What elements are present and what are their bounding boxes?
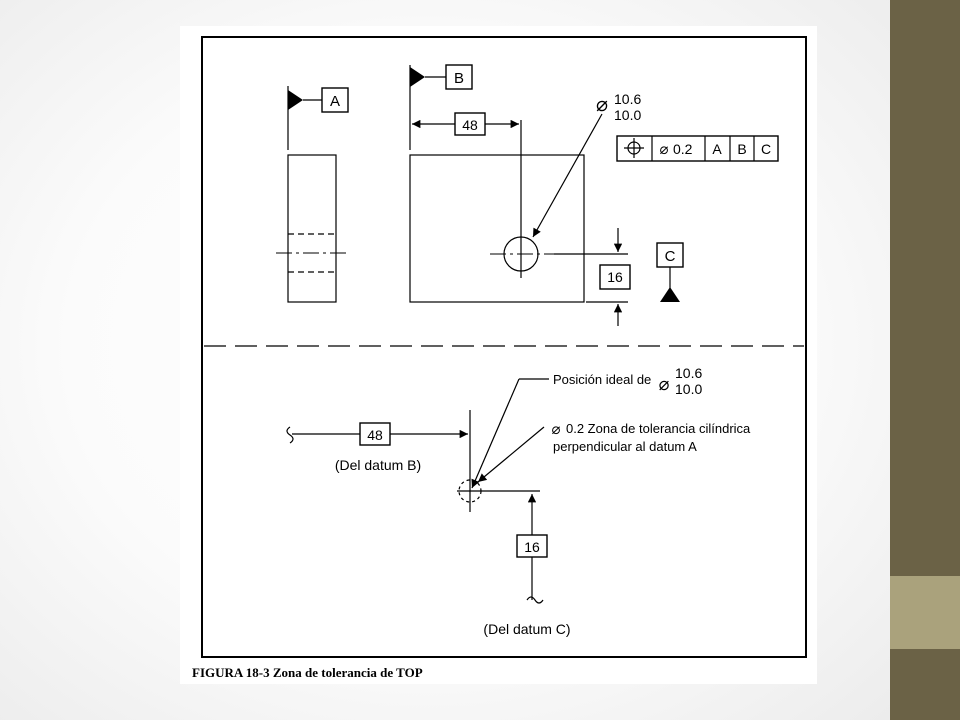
ideal-diameter-symbol: ⌀ [659, 374, 670, 394]
hole-size-lower: 10.0 [614, 107, 641, 123]
position-icon [624, 138, 644, 158]
front-view-part [409, 120, 628, 303]
hole-size-callout: ⌀ 10.6 10.0 [532, 91, 641, 238]
fcf-datum-secondary: B [737, 141, 746, 157]
datum-b-symbol: B [409, 64, 473, 150]
fcf-datum-tertiary: C [761, 141, 771, 157]
hole-size-upper: 10.6 [614, 91, 641, 107]
side-view-part [276, 154, 348, 303]
figure-caption: FIGURA 18-3 Zona de tolerancia de TOP [192, 665, 423, 680]
fcf-datum-primary: A [712, 141, 722, 157]
lower-dimension-48-value: 48 [367, 427, 383, 443]
from-datum-c-label: (Del datum C) [483, 621, 570, 637]
zone-label-line1: 0.2 Zona de tolerancia cilíndrica [566, 421, 751, 436]
lower-dimension-48-box [359, 422, 391, 446]
ideal-size-lower: 10.0 [675, 381, 702, 397]
break-symbol-left [286, 426, 294, 444]
datum-a-symbol: A [287, 86, 349, 150]
datum-b-triangle [410, 67, 425, 87]
dimension-16-box [599, 264, 631, 290]
datum-b-label: B [454, 70, 464, 87]
from-datum-b-label: (Del datum B) [335, 457, 421, 473]
dimension-48-top: 48 [412, 112, 519, 136]
dimension-16-value: 16 [607, 269, 623, 285]
feature-control-frame: ⌀ 0.2 A B C [616, 135, 779, 162]
hole-diameter-symbol: ⌀ [596, 94, 608, 116]
lower-dimension-16-value: 16 [524, 539, 540, 555]
fcf-tolerance-value: 0.2 [673, 141, 693, 157]
hole-callout-leader [532, 113, 603, 238]
ideal-size-upper: 10.6 [675, 365, 702, 381]
datum-a-box [321, 87, 349, 113]
side-view-outline [287, 154, 337, 303]
fcf-diameter-symbol: ⌀ [659, 141, 668, 158]
drawing-border [201, 36, 807, 658]
datum-a-triangle [288, 90, 303, 110]
front-view-outline [409, 154, 585, 303]
slide-side-accent-block [890, 576, 960, 649]
datum-c-symbol: C [656, 242, 684, 302]
datum-b-box [445, 64, 473, 90]
break-symbol-bottom [526, 596, 544, 604]
ideal-position-leader [471, 378, 520, 489]
zone-label-line2: perpendicular al datum A [553, 439, 697, 454]
dimension-48-box [454, 112, 486, 136]
tolerance-zone-leader [477, 426, 545, 483]
datum-c-label: C [665, 248, 676, 265]
ideal-position-label: Posición ideal de [553, 372, 651, 387]
lower-dimension-16-box [516, 534, 548, 558]
zone-diameter-symbol: ⌀ [551, 421, 560, 438]
datum-a-label: A [330, 93, 340, 110]
dimension-48-value: 48 [462, 117, 478, 133]
dimension-16-top: 16 [586, 228, 631, 326]
datum-c-triangle [660, 287, 680, 302]
tolerance-zone-view: 48 (Del datum B) 16 (Del datum C) Posici… [286, 365, 751, 637]
